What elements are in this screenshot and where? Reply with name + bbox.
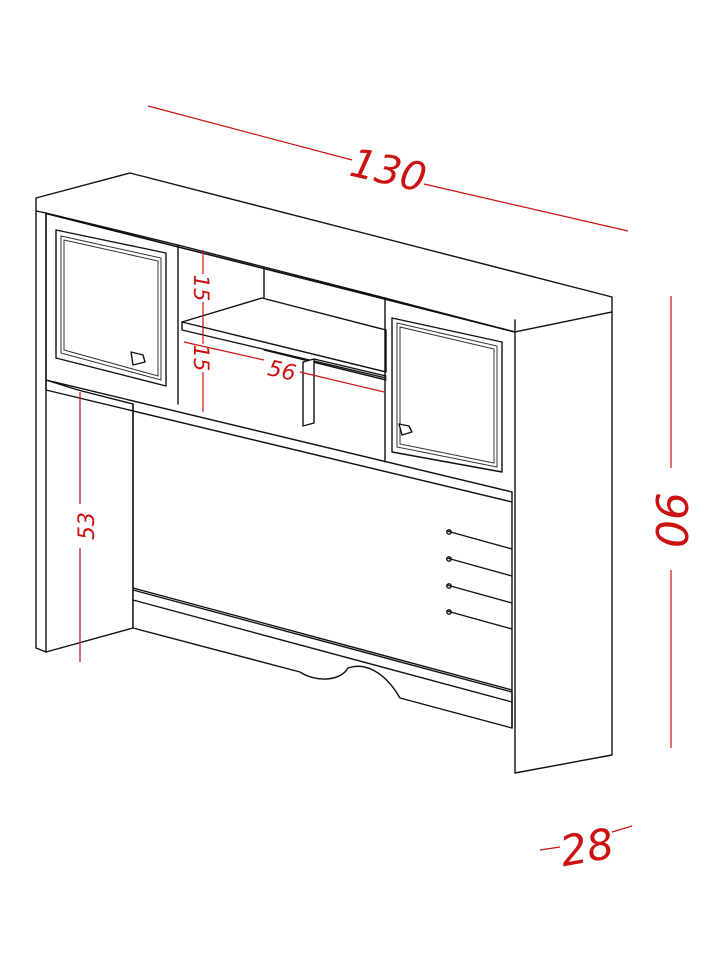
left-door-handle-icon [130,351,146,366]
right-door [391,317,503,473]
bottom-rail [132,589,513,729]
right-side-panel [514,311,613,774]
hutch-unit [35,172,613,774]
shelf-lower-label: 15 [189,345,213,372]
right-door-handle-icon [398,423,413,436]
shelf-width-dimension-line [183,341,385,393]
width-label: 130 [346,140,431,202]
depth-dimension-line [539,825,633,851]
dimensions: 130 90 28 53 15 15 56 [75,105,696,877]
middle-shelf [45,379,513,503]
inner-height-label: 53 [75,512,100,540]
height-label: 90 [645,492,696,548]
left-door [55,229,167,387]
depth-label: 28 [556,819,617,877]
shelf-width-label: 56 [265,356,298,386]
width-dimension-line [147,105,629,232]
back-panel [132,403,513,691]
hanging-rails [446,529,513,630]
right-cabinet [384,297,516,333]
shelf-upper-label: 15 [189,275,213,302]
open-shelves [177,244,387,463]
